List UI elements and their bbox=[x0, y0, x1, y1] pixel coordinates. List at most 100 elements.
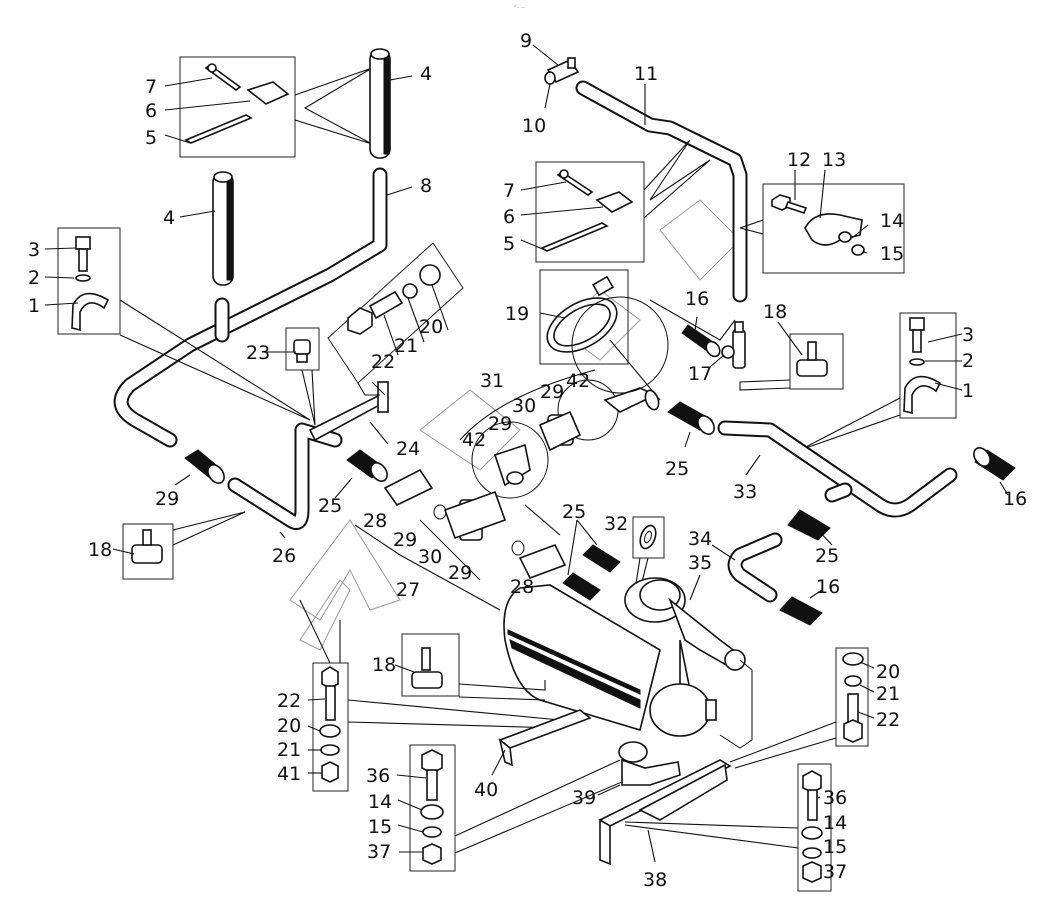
label-37: 37 bbox=[823, 861, 847, 883]
exhaust-elbow-39 bbox=[597, 741, 681, 796]
valve-18-box-left bbox=[112, 511, 246, 580]
label-15: 15 bbox=[823, 836, 847, 858]
plug-23-box bbox=[265, 327, 320, 426]
label-1: 1 bbox=[962, 380, 974, 402]
label-25: 25 bbox=[318, 495, 342, 517]
label-19: 19 bbox=[505, 303, 529, 325]
label-23: 23 bbox=[246, 342, 270, 364]
label-18: 18 bbox=[372, 654, 396, 676]
label-3: 3 bbox=[28, 239, 40, 261]
label-13: 13 bbox=[822, 149, 846, 171]
label-41: 41 bbox=[277, 763, 301, 785]
label-35: 35 bbox=[688, 552, 712, 574]
label-7: 7 bbox=[145, 76, 157, 98]
label-25: 25 bbox=[665, 458, 689, 480]
bracket-40 bbox=[491, 709, 592, 776]
bracket-24 bbox=[308, 381, 389, 445]
label-29: 29 bbox=[155, 488, 179, 510]
label-6: 6 bbox=[145, 100, 157, 122]
label-20: 20 bbox=[876, 661, 900, 683]
label-18: 18 bbox=[88, 539, 112, 561]
label-15: 15 bbox=[368, 816, 392, 838]
sleeve-16-upper bbox=[649, 299, 736, 358]
label-4: 4 bbox=[420, 63, 432, 85]
valve-9 bbox=[532, 44, 580, 109]
label-26: 26 bbox=[272, 545, 296, 567]
sleeves-25-heater bbox=[562, 519, 621, 601]
label-5: 5 bbox=[145, 127, 157, 149]
pipe-8-frame bbox=[113, 167, 413, 448]
label-2: 2 bbox=[28, 267, 40, 289]
label-21: 21 bbox=[394, 335, 418, 357]
label-25: 25 bbox=[815, 545, 839, 567]
label-14: 14 bbox=[880, 210, 904, 232]
bolt-kit-box-37-right bbox=[624, 763, 832, 892]
label-3: 3 bbox=[962, 324, 974, 346]
label-39: 39 bbox=[572, 787, 596, 809]
clamp-kit-box-13 bbox=[739, 169, 905, 274]
label-7: 7 bbox=[503, 180, 515, 202]
label-14: 14 bbox=[823, 812, 847, 834]
label-16: 16 bbox=[816, 576, 840, 598]
label-29: 29 bbox=[393, 529, 417, 551]
label-8: 8 bbox=[420, 175, 432, 197]
valve-assembly-lower bbox=[354, 468, 567, 611]
label-42: 42 bbox=[462, 429, 486, 451]
label-21: 21 bbox=[876, 683, 900, 705]
label-12: 12 bbox=[787, 149, 811, 171]
hose-clamp-19-box bbox=[539, 269, 669, 401]
label-27: 27 bbox=[396, 579, 420, 601]
sleeve-4-mid bbox=[179, 171, 234, 286]
label-28: 28 bbox=[363, 510, 387, 532]
label-1: 1 bbox=[28, 295, 40, 317]
label-6: 6 bbox=[503, 206, 515, 228]
label-9: 9 bbox=[520, 30, 532, 52]
label-40: 40 bbox=[474, 779, 498, 801]
bolt-kit-box-41 bbox=[299, 599, 561, 792]
label-10: 10 bbox=[522, 115, 546, 137]
label-33: 33 bbox=[733, 481, 757, 503]
label-20: 20 bbox=[419, 316, 443, 338]
label-42: 42 bbox=[566, 370, 590, 392]
valve-18-box-right bbox=[739, 321, 844, 391]
label-36: 36 bbox=[366, 765, 390, 787]
sleeve-25-mid bbox=[667, 401, 715, 448]
valve-assembly-upper bbox=[459, 369, 660, 499]
valve-18-box-bottom bbox=[394, 633, 546, 701]
label-17: 17 bbox=[688, 363, 712, 385]
label-37: 37 bbox=[367, 841, 391, 863]
label-24: 24 bbox=[396, 438, 420, 460]
label-25: 25 bbox=[562, 501, 586, 523]
label-29: 29 bbox=[488, 413, 512, 435]
sleeve-4-top bbox=[369, 48, 413, 159]
label-14: 14 bbox=[368, 791, 392, 813]
label-38: 38 bbox=[643, 869, 667, 891]
label-4: 4 bbox=[163, 207, 175, 229]
bolt-kit-box-37-left bbox=[396, 744, 651, 872]
label-29: 29 bbox=[540, 381, 564, 403]
label-16: 16 bbox=[685, 288, 709, 310]
label-21: 21 bbox=[277, 739, 301, 761]
label-11: 11 bbox=[634, 63, 658, 85]
label-15: 15 bbox=[880, 243, 904, 265]
label-30: 30 bbox=[512, 395, 536, 417]
label-31: 31 bbox=[480, 370, 504, 392]
label-22: 22 bbox=[371, 351, 395, 373]
label-30: 30 bbox=[418, 546, 442, 568]
heater-35 bbox=[503, 574, 753, 749]
label-20: 20 bbox=[277, 715, 301, 737]
clip-kit-box-left bbox=[164, 56, 373, 158]
sleeve-25-left bbox=[334, 449, 388, 499]
pipe-11 bbox=[575, 80, 748, 303]
pipe-26 bbox=[227, 422, 343, 539]
clamp-kit-box-right bbox=[799, 312, 963, 451]
sleeve-25-right bbox=[787, 509, 833, 546]
label-34: 34 bbox=[688, 528, 712, 550]
label-28: 28 bbox=[510, 576, 534, 598]
tee-17 bbox=[709, 321, 746, 369]
sleeve-16-bottom bbox=[779, 589, 823, 626]
clip-kit-box-right bbox=[520, 139, 711, 263]
label-5: 5 bbox=[503, 233, 515, 255]
sleeve-29-left bbox=[174, 449, 225, 486]
corner-mark: °– — bbox=[514, 5, 526, 11]
